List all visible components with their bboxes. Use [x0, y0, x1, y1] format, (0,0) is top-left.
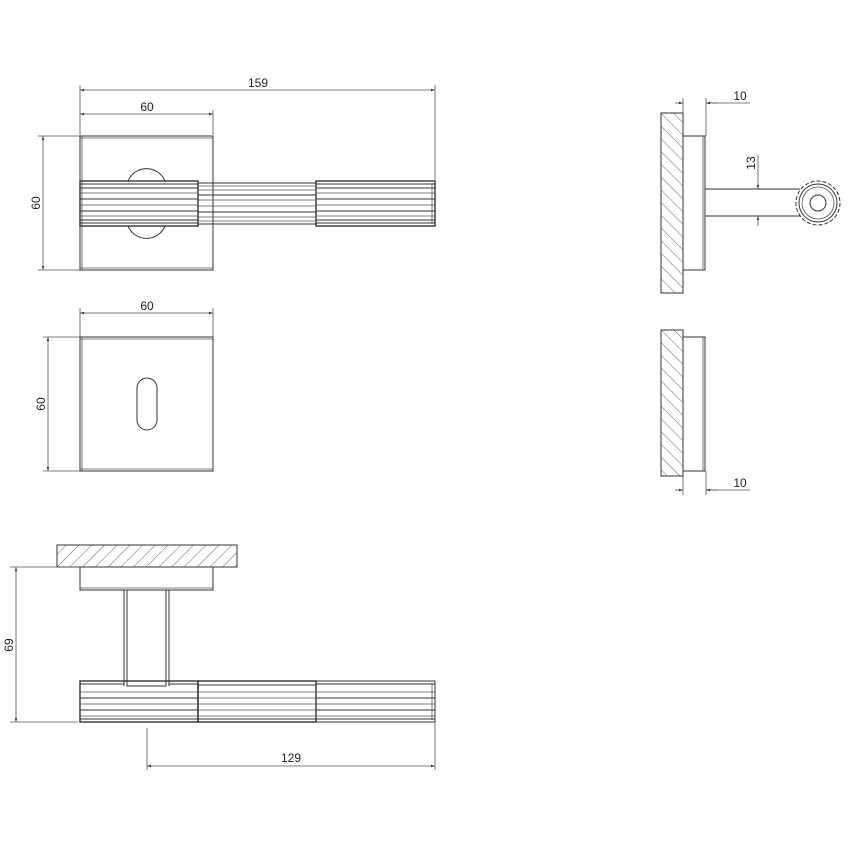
dim-label-lever-thickness: 13: [744, 156, 758, 170]
dimension-escutcheon-height: 60: [34, 336, 80, 472]
dimension-escutcheon-thickness: 10: [675, 471, 750, 495]
dimension-rose-height: 60: [29, 135, 80, 271]
top-lever-view: 69 129: [2, 544, 436, 770]
dimension-lever-thickness: 13: [744, 155, 760, 226]
dim-label-rose-height: 60: [29, 196, 43, 210]
dimension-overall-length: 159: [79, 76, 436, 180]
spindle-boss: [127, 168, 166, 182]
keyhole-slot: [136, 377, 158, 431]
side-lever-view: 10 13: [660, 89, 841, 294]
dim-label-rose-thickness: 10: [733, 89, 747, 103]
front-escutcheon-view: 60 60: [34, 299, 214, 472]
dim-label-159: 159: [248, 76, 268, 90]
square-escutcheon: [79, 336, 214, 472]
door-section-hatched-escutcheon: [660, 329, 684, 477]
dimension-escutcheon-width: 60: [79, 299, 214, 337]
door-section-hatched-top: [56, 544, 238, 568]
dimension-lever-reach: 129: [146, 722, 436, 770]
dim-label-escutcheon-height: 60: [34, 397, 48, 411]
lever-handle-top: [79, 680, 436, 723]
door-section-hatched: [660, 112, 684, 294]
dim-label-lever-reach: 129: [281, 751, 301, 765]
dimension-rose-width: 60: [80, 100, 214, 135]
square-rose: [79, 135, 214, 271]
front-lever-view: 159 60 60: [29, 76, 436, 271]
dim-label-escutcheon-width: 60: [140, 299, 154, 313]
lever-handle: [79, 180, 436, 227]
dimension-rose-thickness: 10: [675, 89, 750, 136]
lever-end-profile: [795, 180, 841, 226]
dim-label-rose-width: 60: [140, 100, 154, 114]
dim-label-projection: 69: [2, 638, 16, 652]
dimension-projection: 69: [2, 566, 80, 723]
side-escutcheon-view: 10: [660, 329, 750, 495]
dim-label-escutcheon-thickness: 10: [733, 476, 747, 490]
